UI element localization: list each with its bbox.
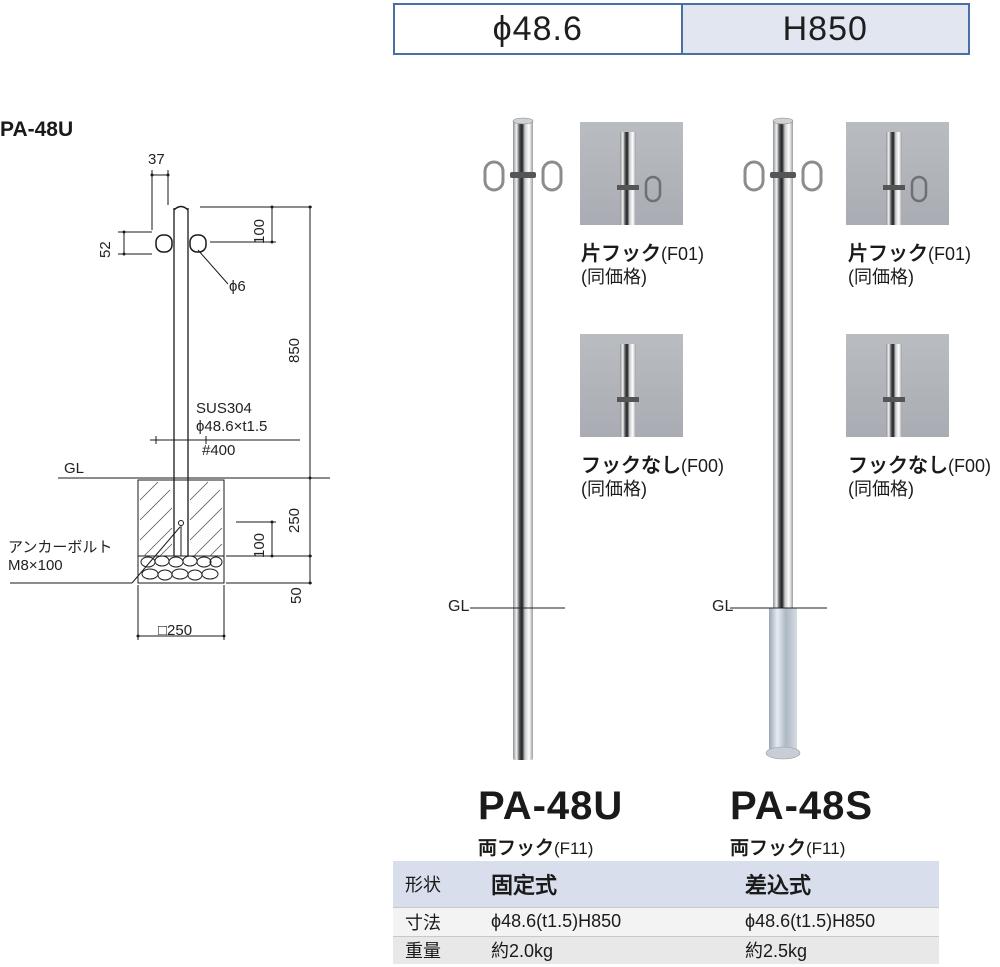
model-sub-label: 両フック <box>478 838 555 859</box>
dim-52: 52 <box>97 241 114 258</box>
option-code: (F01) <box>928 244 972 264</box>
option-code: (F00) <box>948 456 992 476</box>
pa48s-gl-label: GL <box>712 598 734 615</box>
hook-left <box>155 234 173 253</box>
dim-100-bottom: 100 <box>251 532 268 558</box>
option-note: (同価格) <box>848 479 914 499</box>
cell-value: 約2.5kg <box>745 941 808 962</box>
model-sub-pa48u: 両フック(F11) <box>478 833 593 860</box>
technical-drawing <box>10 170 330 640</box>
cell-value: ϕ48.6(t1.5)H850 <box>491 911 622 931</box>
option-note: (同価格) <box>581 479 647 499</box>
option-note: (同価格) <box>848 267 914 287</box>
dim-50: 50 <box>288 587 305 604</box>
model-sub-code: (F11) <box>554 839 594 858</box>
row-head: 寸法 <box>405 912 441 933</box>
option-name: 片フック <box>848 243 928 265</box>
option-code: (F00) <box>681 456 725 476</box>
cell-value: 固定式 <box>491 872 558 898</box>
table-row: 重量 約2.0kg 約2.5kg <box>393 936 939 964</box>
cell-value: 約2.0kg <box>491 941 554 962</box>
spec-table: 形状 固定式 差込式 寸法 ϕ48.6(t1.5)H850 ϕ48.6(t1.5… <box>393 861 939 964</box>
photo-single-hook-u <box>580 122 683 225</box>
material-line-2: ϕ48.6×t1.5 <box>196 418 268 435</box>
option-code: (F01) <box>661 244 705 264</box>
dim-37: 37 <box>148 151 165 168</box>
row-head: 形状 <box>405 874 441 895</box>
hook-right <box>189 234 207 253</box>
model-sub-pa48s: 両フック(F11) <box>730 833 845 860</box>
product-renders <box>470 117 827 760</box>
model-title-pa48s: PA-48S <box>730 784 874 828</box>
option-name: フックなし <box>581 455 681 477</box>
anchor-bolt-label: アンカーボルト <box>8 539 113 556</box>
table-row: 寸法 ϕ48.6(t1.5)H850 ϕ48.6(t1.5)H850 <box>393 907 939 936</box>
material-line-3: #400 <box>202 442 236 459</box>
option-label: フックなし(F00) <box>581 449 724 478</box>
dim-850: 850 <box>286 337 303 363</box>
anchor-bolt-size: M8×100 <box>8 557 63 574</box>
drawing-title: PA-48U <box>0 118 74 141</box>
cell-value: 差込式 <box>745 872 812 898</box>
option-note: (同価格) <box>581 267 647 287</box>
spec-height: H850 <box>682 5 968 53</box>
pole-pa48u <box>470 117 565 760</box>
pa48u-gl-label: GL <box>448 598 470 615</box>
photo-no-hook-s <box>846 334 949 437</box>
model-sub-label: 両フック <box>730 838 807 859</box>
spec-box: ϕ48.6 H850 <box>393 3 970 55</box>
photo-single-hook-s <box>846 122 949 225</box>
photo-no-hook-u <box>580 334 683 437</box>
dim-250-vertical: 250 <box>286 507 303 533</box>
option-label: フックなし(F00) <box>848 449 991 478</box>
option-name: フックなし <box>848 455 948 477</box>
dim-250-square: □250 <box>158 622 193 639</box>
dim-100-top: 100 <box>251 218 268 244</box>
dim-phi6: ϕ6 <box>229 278 246 295</box>
material-line-1: SUS304 <box>196 400 252 417</box>
footing-outline <box>137 479 225 584</box>
row-head: 重量 <box>405 941 441 962</box>
pole-pa48s <box>730 117 827 760</box>
table-row: 形状 固定式 差込式 <box>393 861 939 907</box>
pole-cap <box>173 205 189 211</box>
option-name: 片フック <box>581 243 661 265</box>
option-label: 片フック(F01) <box>848 237 971 266</box>
spec-diameter: ϕ48.6 <box>395 5 683 53</box>
drawing-gl-label: GL <box>64 460 85 477</box>
cell-value: ϕ48.6(t1.5)H850 <box>745 911 876 931</box>
option-label: 片フック(F01) <box>581 237 704 266</box>
model-sub-code: (F11) <box>806 839 846 858</box>
model-title-pa48u: PA-48U <box>478 784 624 828</box>
